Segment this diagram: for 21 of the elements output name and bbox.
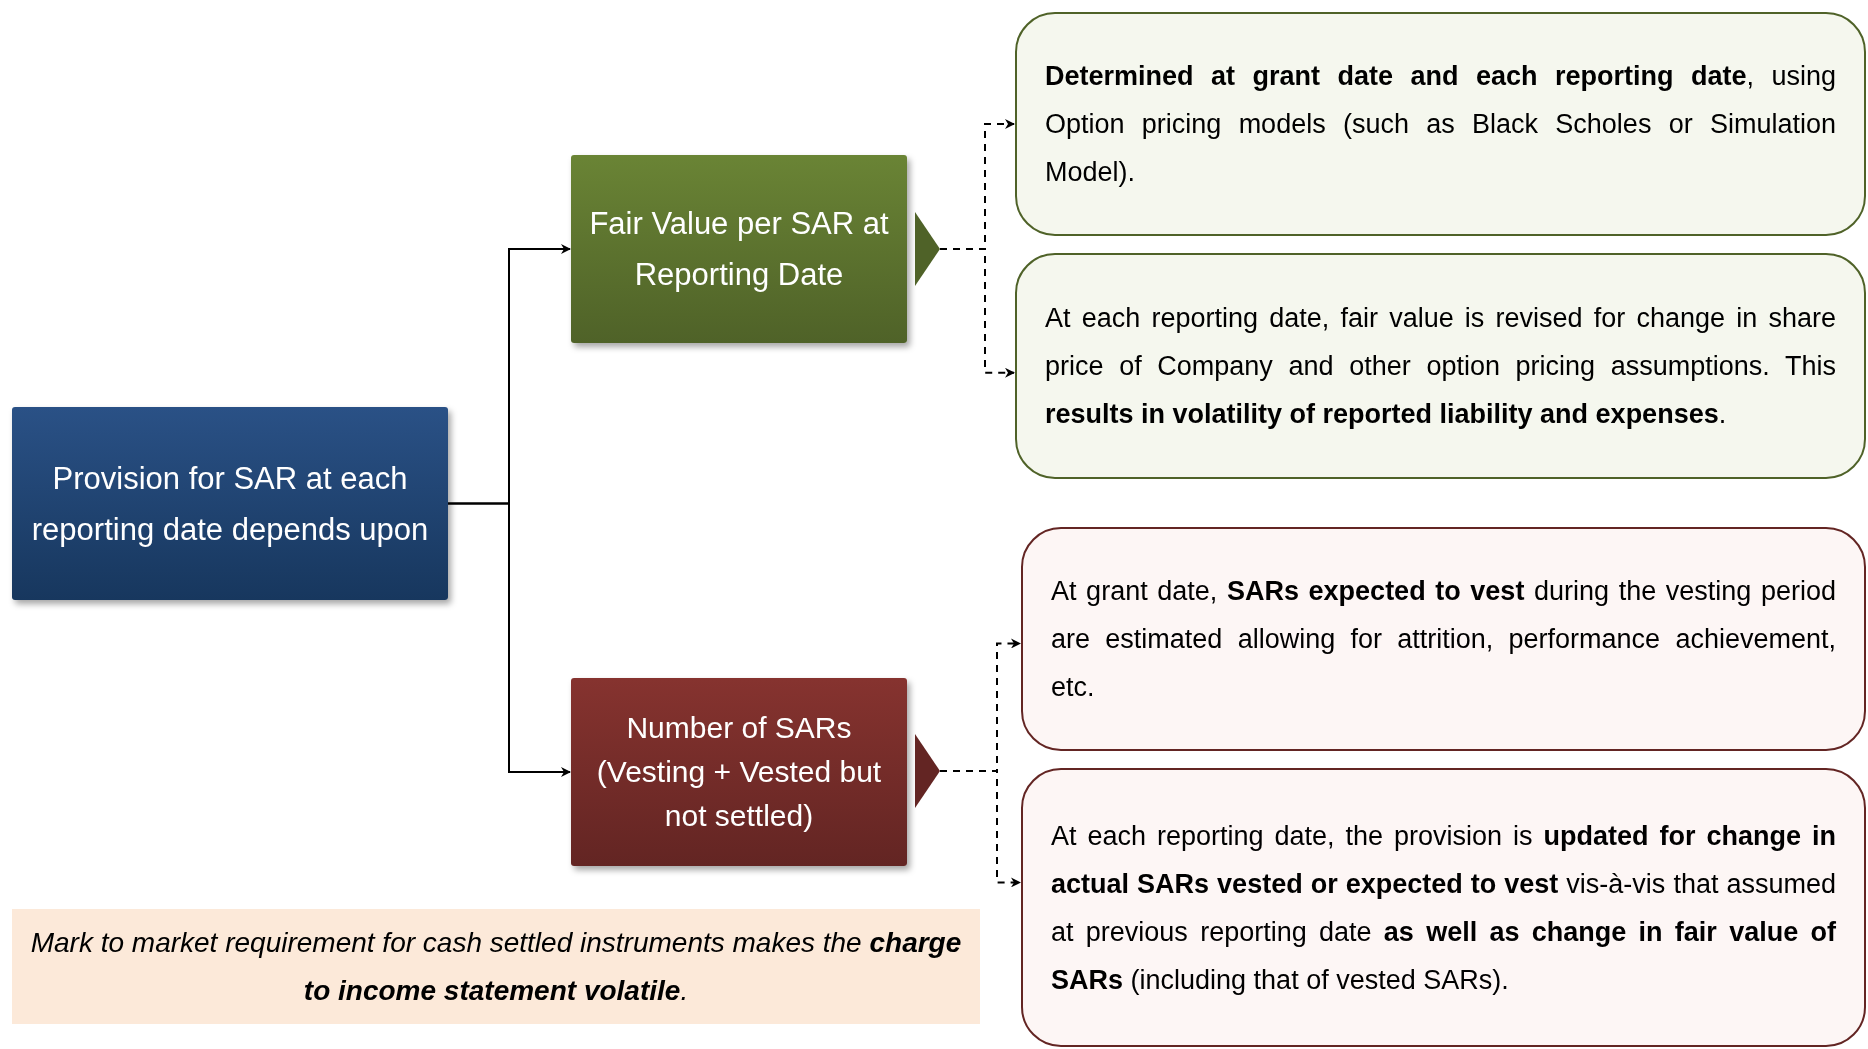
box-text: Provision for SAR at each reporting date depends upon [30, 459, 430, 549]
note-box [12, 909, 980, 1024]
box-text: Determined at grant date and each reporting date, using Option pricing models (such as Black Scholes or Simulation Model). [1045, 60, 1836, 189]
explanation-box [1015, 253, 1866, 479]
category-box [571, 155, 907, 343]
explanation-box [1021, 527, 1866, 751]
connector-arrow [939, 248, 1015, 378]
box-text: Fair Value per SAR at Reporting Date [588, 205, 890, 294]
box-text: Mark to market requirement for cash settled instruments makes the charge to income statement volatile. [29, 925, 963, 1008]
pointer-triangle [915, 734, 940, 808]
box-text: At grant date, SARs expected to vest during the vesting period are estimated allowing for attrition, performance achievement, etc. [1051, 575, 1836, 704]
box-text: Number of SARs (Vesting + Vested but not settled) [595, 710, 883, 834]
explanation-box [1021, 768, 1866, 1047]
root-box [12, 407, 448, 600]
box-text: At each reporting date, fair value is revised for change in share price of Company and other option pricing assumptions. This results in volatility of reported liability and expenses. [1045, 302, 1836, 431]
explanation-box [1015, 12, 1866, 236]
pointer-triangle [915, 212, 940, 286]
connector-arrow [939, 770, 1021, 888]
box-text: At each reporting date, the provision is updated for change in actual SARs vested or expected to vest vis-à-vis that assumed at previous reporting date as well as change in fair value of SARs (including that of vested SARs). [1051, 819, 1836, 997]
category-box [571, 678, 907, 866]
connector-arrow [447, 502, 571, 777]
